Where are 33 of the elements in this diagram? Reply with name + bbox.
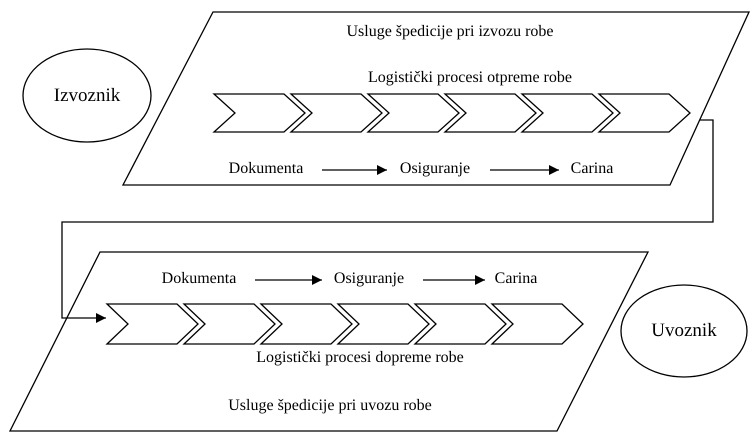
chevron-shape	[213, 93, 306, 133]
chevron-shape	[444, 93, 537, 133]
step-label: Carina	[488, 268, 544, 290]
parallelogram-box	[123, 12, 750, 185]
step-label: Osiguranje	[325, 268, 413, 290]
node-label: Uvoznik	[650, 319, 718, 343]
chevron-shape	[106, 303, 199, 345]
arrow	[61, 119, 714, 323]
chevron-shape	[414, 303, 507, 345]
process-heading: Logistički procesi dopreme robe	[255, 348, 465, 368]
chevron-shape	[337, 303, 430, 345]
ellipse-node	[620, 284, 748, 378]
ellipse-node	[22, 48, 152, 143]
chevron-shape	[491, 303, 584, 345]
step-label: Carina	[562, 158, 622, 180]
step-label: Osiguranje	[390, 158, 480, 180]
arrow	[322, 165, 387, 175]
arrow	[490, 165, 559, 175]
arrow	[255, 275, 322, 285]
chevron-shape	[598, 93, 691, 133]
chevron-shape	[290, 93, 383, 133]
chevron-shape	[260, 303, 353, 345]
section-title: Usluge špedicije pri uvozu robe	[227, 396, 433, 416]
chevron-shape	[367, 93, 460, 133]
chevron-shape	[521, 93, 614, 133]
process-heading: Logistički procesi otpreme robe	[367, 68, 573, 88]
node-label: Izvoznik	[52, 84, 122, 108]
chevron-shape	[183, 303, 276, 345]
arrow	[423, 275, 485, 285]
parallelogram-box	[10, 252, 648, 432]
section-title: Usluge špedicije pri izvozu robe	[345, 22, 555, 42]
step-label: Dokumenta	[220, 158, 312, 180]
step-label: Dokumenta	[153, 268, 245, 290]
